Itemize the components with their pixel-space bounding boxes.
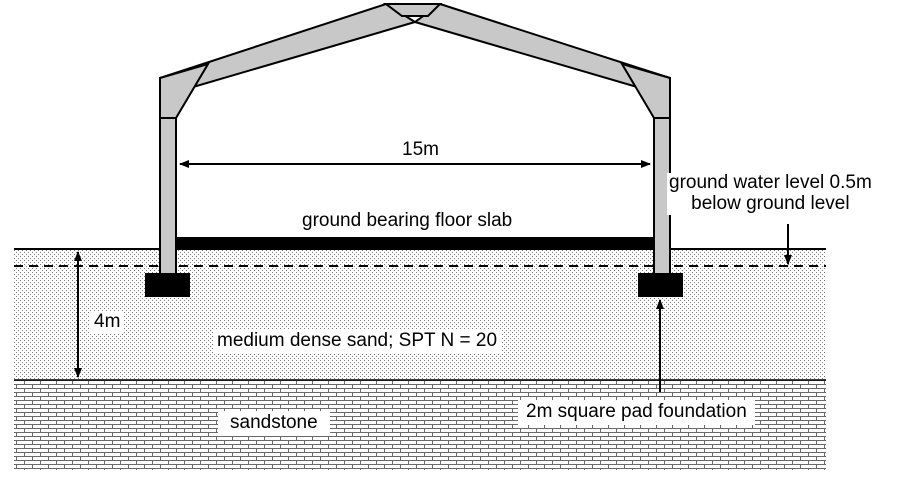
sand-layer: [14, 249, 826, 380]
depth-label: 4m: [90, 311, 125, 334]
right-pad-foundation: [638, 273, 683, 297]
slab-label: ground bearing floor slab: [302, 210, 513, 231]
sandstone-layer: [14, 380, 826, 470]
apex-plate: [383, 3, 443, 17]
sandstone-label: sandstone: [218, 411, 330, 436]
gwl-label-line1: ground water level 0.5m: [669, 172, 872, 193]
left-haunch: [159, 62, 211, 119]
floor-slab: [176, 237, 654, 249]
gwl-label-line2: below ground level: [691, 192, 850, 214]
gwl-label: ground water level 0.5m below ground lev…: [667, 172, 874, 215]
left-pad-foundation: [145, 273, 190, 297]
span-label: 15m: [398, 139, 443, 162]
right-haunch: [619, 62, 671, 119]
sand-label: medium dense sand; SPT N = 20: [213, 330, 502, 353]
pad-foundation-label: 2m square pad foundation: [518, 400, 755, 425]
